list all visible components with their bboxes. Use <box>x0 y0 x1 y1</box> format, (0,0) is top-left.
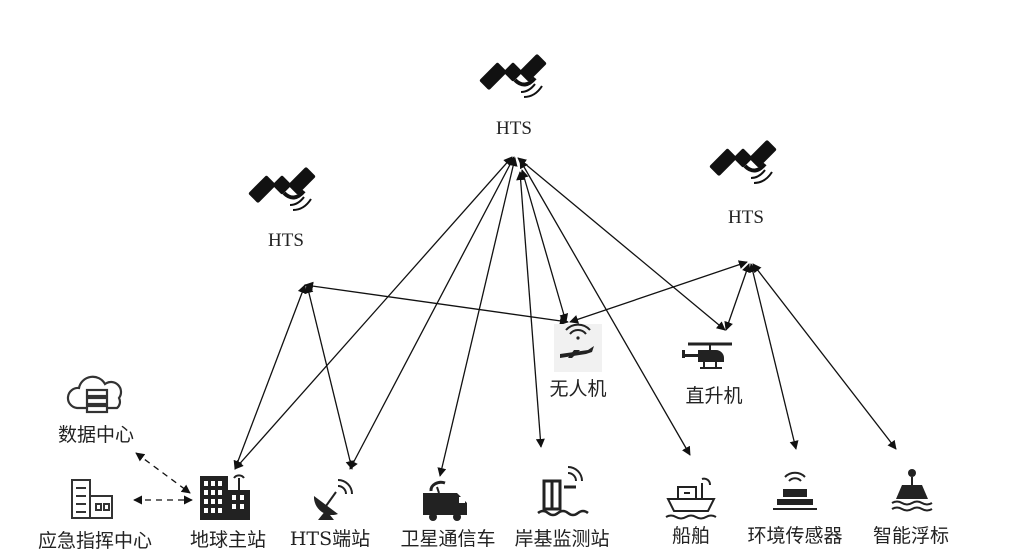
satellite-icon <box>477 51 549 99</box>
helicopter-icon <box>682 342 732 369</box>
command-center-label: 应急指挥中心 <box>37 530 153 552</box>
ship-label: 船舶 <box>671 525 711 547</box>
cloud-server-icon <box>66 375 123 414</box>
shore-tower-icon <box>537 466 589 517</box>
satcom-vehicle-label: 卫星通信车 <box>400 528 496 550</box>
earth-station-label: 地球主站 <box>189 529 267 551</box>
smart-buoy-label: 智能浮标 <box>872 525 950 547</box>
city-building-icon <box>200 474 250 520</box>
satellite-dish-icon <box>313 479 353 520</box>
satellite-label-left: HTS <box>268 230 304 251</box>
connection-lines <box>133 156 897 505</box>
shore-station-label: 岸基监测站 <box>514 528 610 550</box>
data-center-label: 数据中心 <box>57 424 135 446</box>
satellite-label-top: HTS <box>496 118 532 139</box>
buoy-icon <box>891 469 933 512</box>
helicopter-label: 直升机 <box>685 385 743 407</box>
drone-label: 无人机 <box>549 378 607 400</box>
office-building-icon <box>71 479 113 519</box>
ship-icon <box>665 477 717 520</box>
van-dish-icon <box>423 480 467 521</box>
satellite-label-right: HTS <box>728 207 764 228</box>
sensor-icon <box>773 471 817 510</box>
drone-signal-icon <box>554 323 602 372</box>
satellite-icon <box>707 137 779 185</box>
satellite-icon <box>246 164 318 212</box>
env-sensor-label: 环境传感器 <box>747 525 843 547</box>
hts-terminal-label: HTS端站 <box>289 528 371 550</box>
